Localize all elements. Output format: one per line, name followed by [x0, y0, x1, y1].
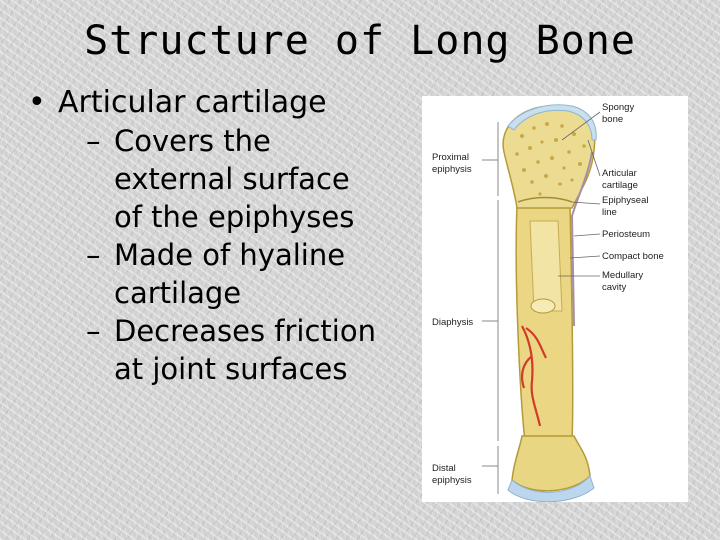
long-bone-svg: Proximal epiphysis Diaphysis Distal epip… — [432, 102, 664, 502]
blood-vessels — [521, 325, 547, 427]
bullet-articular-cartilage: • Articular cartilage — [28, 84, 408, 122]
distal-cartilage-shape — [507, 475, 595, 502]
label-periosteum: Periosteum — [602, 229, 650, 240]
long-bone-diagram: Proximal epiphysis Diaphysis Distal epip… — [422, 96, 688, 502]
dash-symbol: – — [86, 124, 101, 158]
region-brackets — [482, 122, 499, 494]
dash-symbol: – — [86, 314, 101, 348]
label-articular-cartilage: Articular — [602, 168, 637, 179]
label-proximal-epiphysis-2: epiphysis — [432, 164, 472, 175]
distal-epiphysis-shape — [511, 435, 591, 492]
bone-cross-section — [530, 298, 556, 314]
subitem-covers: – Covers the external surface of the epi… — [86, 122, 408, 236]
subitem-text: Covers the external surface of the epiph… — [114, 122, 354, 236]
label-spongy-bone: Spongy — [602, 102, 634, 113]
bullet-symbol: • — [28, 85, 46, 120]
label-articular-cartilage-2: cartilage — [602, 180, 638, 191]
subitem-made-of: – Made of hyaline cartilage — [86, 236, 408, 312]
subitem-decreases: – Decreases friction at joint surfaces — [86, 312, 408, 388]
bullet-text: Articular cartilage — [58, 85, 327, 120]
articular-cartilage-shape — [507, 104, 597, 141]
subitem-text: Made of hyaline cartilage — [114, 236, 345, 312]
left-labels: Proximal epiphysis Diaphysis Distal epip… — [432, 152, 473, 486]
medullary-cavity-shape — [529, 220, 563, 312]
subitem-line: of the epiphyses — [114, 200, 355, 234]
subitem-line: Decreases friction — [114, 314, 376, 348]
label-medullary-cavity-2: cavity — [602, 282, 627, 293]
epiphyseal-line — [517, 196, 573, 203]
label-spongy-bone-2: bone — [602, 114, 623, 125]
spongy-bone-texture — [515, 122, 586, 196]
label-compact-bone: Compact bone — [602, 251, 664, 262]
slide-title: Structure of Long Bone — [84, 18, 636, 64]
label-medullary-cavity: Medullary — [602, 270, 643, 281]
subitem-line: cartilage — [114, 276, 242, 310]
label-distal-epiphysis-2: epiphysis — [432, 475, 472, 486]
leader-lines — [558, 111, 601, 277]
right-labels: Spongy bone Articular cartilage Epiphyse… — [602, 102, 664, 293]
subitem-line: Made of hyaline — [114, 238, 346, 272]
dash-symbol: – — [86, 238, 101, 272]
label-proximal-epiphysis: Proximal — [432, 152, 469, 163]
subitem-text: Decreases friction at joint surfaces — [114, 312, 376, 388]
label-distal-epiphysis: Distal — [432, 463, 456, 474]
subitem-line: at joint surfaces — [114, 352, 348, 386]
label-epiphyseal-line-2: line — [602, 207, 617, 218]
subitem-line: external surface — [114, 162, 350, 196]
bullet-list: • Articular cartilage – Covers the exter… — [28, 84, 408, 388]
periosteum-edge — [570, 151, 593, 327]
label-epiphyseal-line: Epiphyseal — [602, 195, 648, 206]
label-diaphysis: Diaphysis — [432, 317, 473, 328]
subitem-line: Covers the — [114, 124, 271, 158]
